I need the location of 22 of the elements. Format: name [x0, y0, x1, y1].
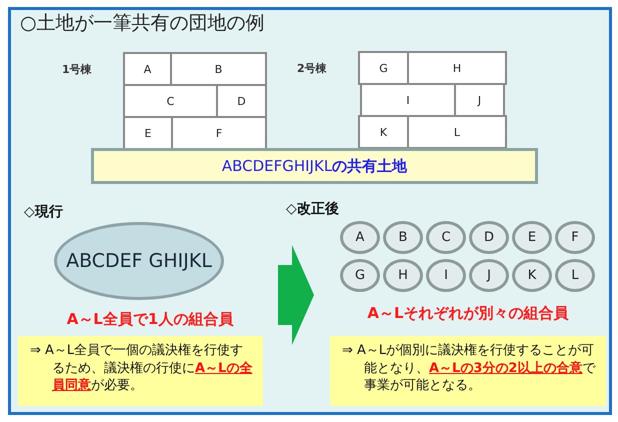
land-band: ABCDEFGHIJKLの共有土地	[91, 148, 538, 184]
building-label: 1号棟	[62, 62, 92, 77]
apartment-unit: E	[123, 116, 173, 150]
apartment-unit: B	[170, 52, 267, 86]
section-heading: ◇現行	[24, 203, 63, 221]
note-box: ⇒ A～Lが個別に議決権を行使することが可能となり、A～Lの3分の2以上の合意で事業が可能となる。	[330, 336, 606, 406]
apartment-unit: F	[171, 116, 267, 150]
apartment-unit: K	[358, 115, 409, 149]
note-box: ⇒ A～L全員で一個の議決権を行使するため、議決権の行使にA～Lの全員同意が必要。	[18, 336, 263, 406]
apartment-unit: H	[407, 51, 507, 85]
apartment-unit: A	[123, 52, 172, 86]
caption: A～Lそれぞれが別々の組合員	[366, 304, 570, 323]
caption: A～L全員で1人の組合員	[66, 310, 234, 329]
apartment-unit: L	[407, 115, 507, 149]
building-label: 2号棟	[297, 61, 327, 76]
apartment-unit: J	[454, 83, 505, 117]
section-heading: ◇改正後	[286, 200, 339, 218]
apartment-unit: D	[216, 84, 267, 118]
apartment-unit: G	[358, 51, 409, 85]
diagram-title: ○土地が一筆共有の団地の例	[20, 11, 265, 36]
apartment-unit: I	[360, 83, 456, 117]
apartment-unit: C	[123, 84, 218, 118]
